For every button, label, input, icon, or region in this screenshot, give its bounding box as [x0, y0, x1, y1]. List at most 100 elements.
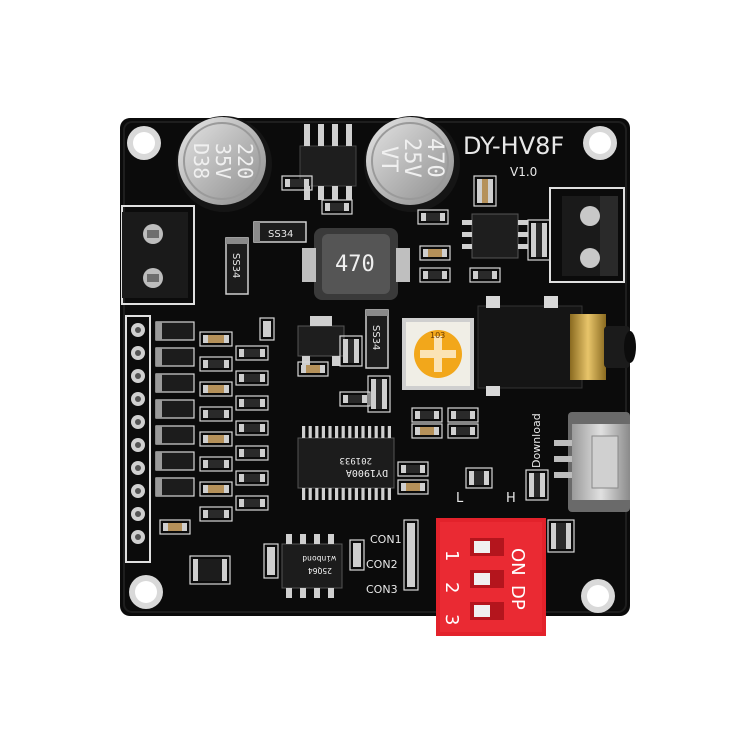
diode-left [225, 237, 249, 295]
switch-low-label: L [456, 491, 464, 506]
chip-pin [341, 426, 345, 438]
switch-high-label: H [506, 491, 516, 506]
dip-switch[interactable] [436, 518, 546, 636]
diode-right [365, 309, 389, 369]
main-chip [297, 426, 395, 500]
diode-left-label: SS34 [230, 253, 241, 278]
main-chip-model: DY1900A [346, 467, 388, 478]
smd-part [199, 381, 233, 397]
smd-part [259, 317, 275, 341]
chip-pin [387, 488, 391, 500]
chip-pin [308, 426, 312, 438]
smd-part [417, 209, 449, 225]
smd-part [339, 335, 363, 367]
smd-part [235, 495, 269, 511]
smd-part [235, 395, 269, 411]
chip-pin [387, 426, 391, 438]
chip-pin [315, 488, 319, 500]
main-chip-date: 201933 [339, 455, 372, 465]
diode-right-label: SS34 [370, 325, 381, 350]
smd-part [397, 461, 429, 477]
ng-component [155, 321, 195, 341]
smd-part [473, 175, 497, 207]
ng-component [155, 451, 195, 471]
smd-part [403, 519, 419, 591]
smd-part [235, 345, 269, 361]
smd-part [411, 423, 443, 439]
chip-pin [315, 426, 319, 438]
dip-dp-label: DP [507, 585, 528, 610]
left-terminal-block [121, 205, 195, 305]
chip-pin [361, 488, 365, 500]
con2-label: CON2 [366, 558, 398, 571]
dip-number-3: 3 [441, 614, 462, 625]
ng-component [155, 425, 195, 445]
dip-switch-slot-3[interactable] [470, 602, 504, 620]
smd-part [199, 356, 233, 372]
capacitor-left-code: D38 [189, 143, 213, 179]
smd-part [321, 199, 353, 215]
smd-part [199, 506, 233, 522]
smd-part [263, 543, 279, 579]
chip-pin [348, 488, 352, 500]
ng-component [155, 399, 195, 419]
chip-pin [308, 488, 312, 500]
dip-on-label: ON [507, 548, 528, 576]
smd-part [397, 479, 429, 495]
smd-part [159, 519, 191, 535]
ng-component [155, 477, 195, 497]
smd-part [547, 519, 575, 553]
smd-part [235, 370, 269, 386]
capacitor-left-voltage: 35V [211, 143, 235, 179]
top-chip [299, 124, 357, 200]
smd-part [527, 219, 551, 261]
diode-top-label: SS34 [268, 229, 293, 240]
smd-part [199, 481, 233, 497]
capacitor-left-value: 220 [233, 143, 257, 179]
chip-pin [335, 488, 339, 500]
smd-part [349, 539, 365, 571]
chip-pin [354, 426, 358, 438]
chip-pin [361, 426, 365, 438]
micro-usb-port[interactable] [554, 412, 630, 512]
smd-part [199, 331, 233, 347]
chip-pin [374, 426, 378, 438]
con1-label: CON1 [370, 533, 402, 546]
smd-part [465, 467, 493, 489]
board-title: DY-HV8F [463, 132, 564, 160]
potentiometer[interactable] [402, 318, 474, 390]
smd-part [411, 407, 443, 423]
chip-pin [374, 488, 378, 500]
smd-part [189, 555, 231, 585]
smd-components [155, 175, 575, 591]
dip-switch-slot-1[interactable] [470, 538, 504, 556]
smd-part [339, 391, 371, 407]
chip-pin [321, 488, 325, 500]
dip-number-2: 2 [441, 582, 462, 593]
download-label: Download [530, 413, 543, 468]
smd-part [419, 245, 451, 261]
dip-switch-slot-2[interactable] [470, 570, 504, 588]
smd-part [235, 470, 269, 486]
inductor [302, 228, 410, 300]
chip-pin [354, 488, 358, 500]
ng-component [155, 373, 195, 393]
amp-chip [462, 213, 528, 259]
capacitor-right [364, 116, 460, 212]
capacitor-right-value: 470 [422, 138, 447, 178]
smd-part [367, 375, 391, 413]
smd-part [525, 469, 549, 501]
smd-part [199, 406, 233, 422]
chip-pin [348, 426, 352, 438]
diode-top [253, 221, 307, 243]
audio-jack[interactable] [477, 296, 636, 396]
smd-part [235, 445, 269, 461]
chip-pin [302, 488, 306, 500]
mounting-holes [127, 126, 617, 613]
smd-part [469, 267, 501, 283]
smd-part [235, 420, 269, 436]
chip-pin [368, 426, 372, 438]
chip-pin [335, 426, 339, 438]
